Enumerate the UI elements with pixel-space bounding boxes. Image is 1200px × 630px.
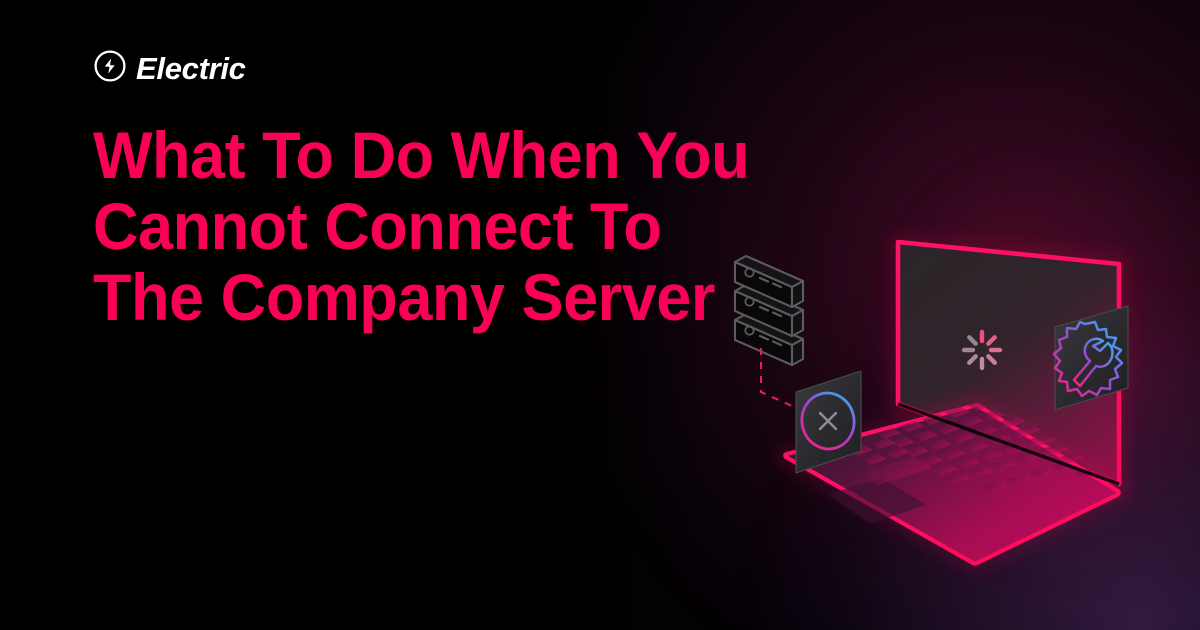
background-vignette-left (0, 0, 700, 630)
laptop-hinge (897, 402, 1120, 486)
gear-with-wrench-icon (1052, 320, 1124, 398)
server-connection-failure-illustration (700, 220, 1180, 620)
page-title-line-3: The Company Server (93, 260, 715, 334)
server-unit-2 (733, 283, 805, 338)
page-title: What To Do When You Cannot Connect To Th… (93, 118, 750, 334)
page-title-line-2: Cannot Connect To (93, 189, 662, 263)
brand-name: Electric (136, 51, 246, 86)
loading-spinner-icon (961, 329, 1003, 371)
server-stack (733, 254, 805, 367)
laptop-trackpad (828, 478, 926, 524)
x-in-circle-icon (800, 391, 856, 451)
server-unit-3 (733, 312, 805, 367)
brand-logo[interactable]: Electric (93, 49, 246, 88)
lightning-bolt-in-circle-icon (93, 49, 127, 88)
laptop-keyboard (783, 402, 1121, 566)
settings-badge-card[interactable] (1052, 305, 1129, 411)
error-badge-card[interactable] (795, 370, 862, 474)
page-title-line-1: What To Do When You (93, 118, 750, 192)
server-unit-1 (733, 254, 805, 309)
